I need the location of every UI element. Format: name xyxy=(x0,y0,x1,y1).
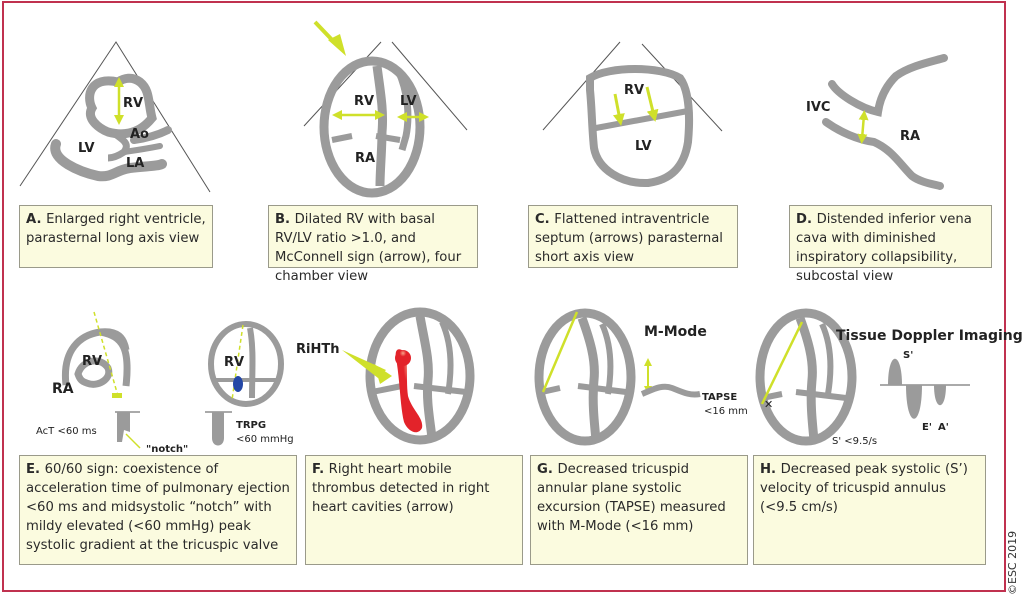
caption-g-letter: G. xyxy=(537,462,558,477)
a-prime-wave xyxy=(934,385,946,406)
doppler-line xyxy=(93,311,119,397)
septum-arrow-1 xyxy=(612,93,625,126)
caption-h: H. Decreased peak systolic (S’) velocity… xyxy=(753,455,986,565)
caption-f-text: Right heart mobile thrombus detected in … xyxy=(312,462,490,515)
caption-e: E. 60/60 sign: coexistence of accelerati… xyxy=(19,455,297,565)
thrombus-arrow xyxy=(342,350,386,378)
heart-outline xyxy=(534,308,636,446)
label-rv: RV xyxy=(624,83,644,98)
ivc-lower-wall xyxy=(822,118,944,190)
rv-wall xyxy=(85,73,157,139)
panel-g-diagram: M-Mode TAPSE <16 mm xyxy=(534,308,748,446)
caption-g: G. Decreased tricuspid annular plane sys… xyxy=(530,455,748,565)
tapse-trace xyxy=(640,383,701,398)
m-mode-label: M-Mode xyxy=(644,324,707,340)
ao-ring xyxy=(74,357,113,388)
caption-d-text: Distended inferior vena cava with dimini… xyxy=(796,212,972,284)
caption-b: B. Dilated RV with basal RV/LV ratio >1.… xyxy=(268,205,478,284)
caption-c-letter: C. xyxy=(535,212,555,227)
trpg-value: <60 mmHg xyxy=(236,434,294,445)
panel-f-diagram: RiHTh xyxy=(296,307,475,445)
sample-marker: ✕ xyxy=(764,398,773,411)
copyright-notice: ©ESC 2019 xyxy=(1006,530,1019,595)
caption-g-text: Decreased tricuspid annular plane systol… xyxy=(537,462,726,534)
e-prime-wave xyxy=(906,385,922,419)
label-rv: RV xyxy=(82,354,102,369)
septum xyxy=(372,65,388,187)
thrombus xyxy=(395,349,423,433)
ivc-upper-wall xyxy=(828,54,948,117)
label-ivc: IVC xyxy=(806,100,830,115)
tapse-label: TAPSE xyxy=(702,392,737,403)
tdi-title: Tissue Doppler Imaging xyxy=(836,328,1023,344)
septum-arrow-2 xyxy=(645,86,659,122)
caption-f: F. Right heart mobile thrombus detected … xyxy=(305,455,523,565)
panel-d-diagram: IVC RA xyxy=(806,54,948,190)
tr-flow-profile xyxy=(212,412,224,446)
caption-h-letter: H. xyxy=(760,462,781,477)
septum xyxy=(595,108,689,131)
four-chamber-outline xyxy=(208,321,284,407)
label-ra: RA xyxy=(52,381,74,397)
label-ao: Ao xyxy=(130,127,149,142)
sector-lines xyxy=(19,41,211,193)
caption-d-letter: D. xyxy=(796,212,817,227)
label-rv: RV xyxy=(354,94,374,109)
av-plane xyxy=(331,133,401,143)
s-prime-wave xyxy=(888,358,902,385)
panel-a-diagram: RV Ao LV LA xyxy=(19,41,211,193)
notch-pointer xyxy=(125,433,141,449)
s-prime-value: S' <9.5/s xyxy=(832,436,877,447)
panel-b-diagram: RV LV RA xyxy=(303,20,468,198)
caption-d: D. Distended inferior vena cava with dim… xyxy=(789,205,992,284)
trpg-label: TRPG xyxy=(236,420,266,431)
sample-volume xyxy=(112,393,122,398)
tr-jet xyxy=(233,376,243,392)
lv-wall xyxy=(394,68,412,151)
caption-e-text: 60/60 sign: coexistence of acceleration … xyxy=(26,462,290,553)
caption-e-letter: E. xyxy=(26,462,45,477)
panel-h-diagram: ✕ Tissue Doppler Imaging S' E' A' S' <9.… xyxy=(755,308,1023,447)
panel-e-diagram: RA RV AcT <60 ms "notch" RV TRPG <60 mmH… xyxy=(36,311,294,455)
e-prime-label: E' xyxy=(922,422,932,433)
caption-a-text: Enlarged right ventricle, parasternal lo… xyxy=(26,212,206,246)
caption-c-text: Flattened intraventricle septum (arrows)… xyxy=(535,212,723,265)
caption-b-text: Dilated RV with basal RV/LV ratio >1.0, … xyxy=(275,212,462,284)
m-mode-cursor xyxy=(541,311,579,393)
label-ra: RA xyxy=(355,151,375,166)
caption-a-letter: A. xyxy=(26,212,47,227)
ventricle-outline xyxy=(586,65,694,188)
label-la: LA xyxy=(126,156,144,171)
panel-c-diagram: RV LV xyxy=(542,41,723,188)
label-rv: RV xyxy=(123,96,143,111)
tdi-cursor xyxy=(760,321,804,405)
label-lv: LV xyxy=(635,139,652,154)
caption-f-letter: F. xyxy=(312,462,329,477)
ivc-diameter-arrow xyxy=(857,110,869,144)
heart-outline xyxy=(755,308,857,446)
caption-a: A. Enlarged right ventricle, parasternal… xyxy=(19,205,213,268)
label-rihth: RiHTh xyxy=(296,342,339,357)
s-prime-label: S' xyxy=(903,350,913,361)
heart-outline xyxy=(365,307,475,445)
caption-b-letter: B. xyxy=(275,212,295,227)
caption-c: C. Flattened intraventricle septum (arro… xyxy=(528,205,738,268)
a-prime-label: A' xyxy=(938,422,949,433)
heart-outline xyxy=(319,56,425,198)
label-lv: LV xyxy=(78,141,95,156)
notch-label: "notch" xyxy=(146,444,188,455)
label-lv: LV xyxy=(400,94,417,109)
tapse-value: <16 mm xyxy=(704,406,748,417)
label-ra: RA xyxy=(900,129,920,144)
caption-h-text: Decreased peak systolic (S’) velocity of… xyxy=(760,462,968,515)
lv-wall xyxy=(50,139,167,182)
label-rv-2: RV xyxy=(224,355,244,370)
pulmonary-flow-notch xyxy=(117,412,130,442)
act-label: AcT <60 ms xyxy=(36,426,97,437)
aorta-wall xyxy=(130,126,172,144)
figure-frame xyxy=(2,1,1006,592)
la-wall xyxy=(121,143,163,155)
